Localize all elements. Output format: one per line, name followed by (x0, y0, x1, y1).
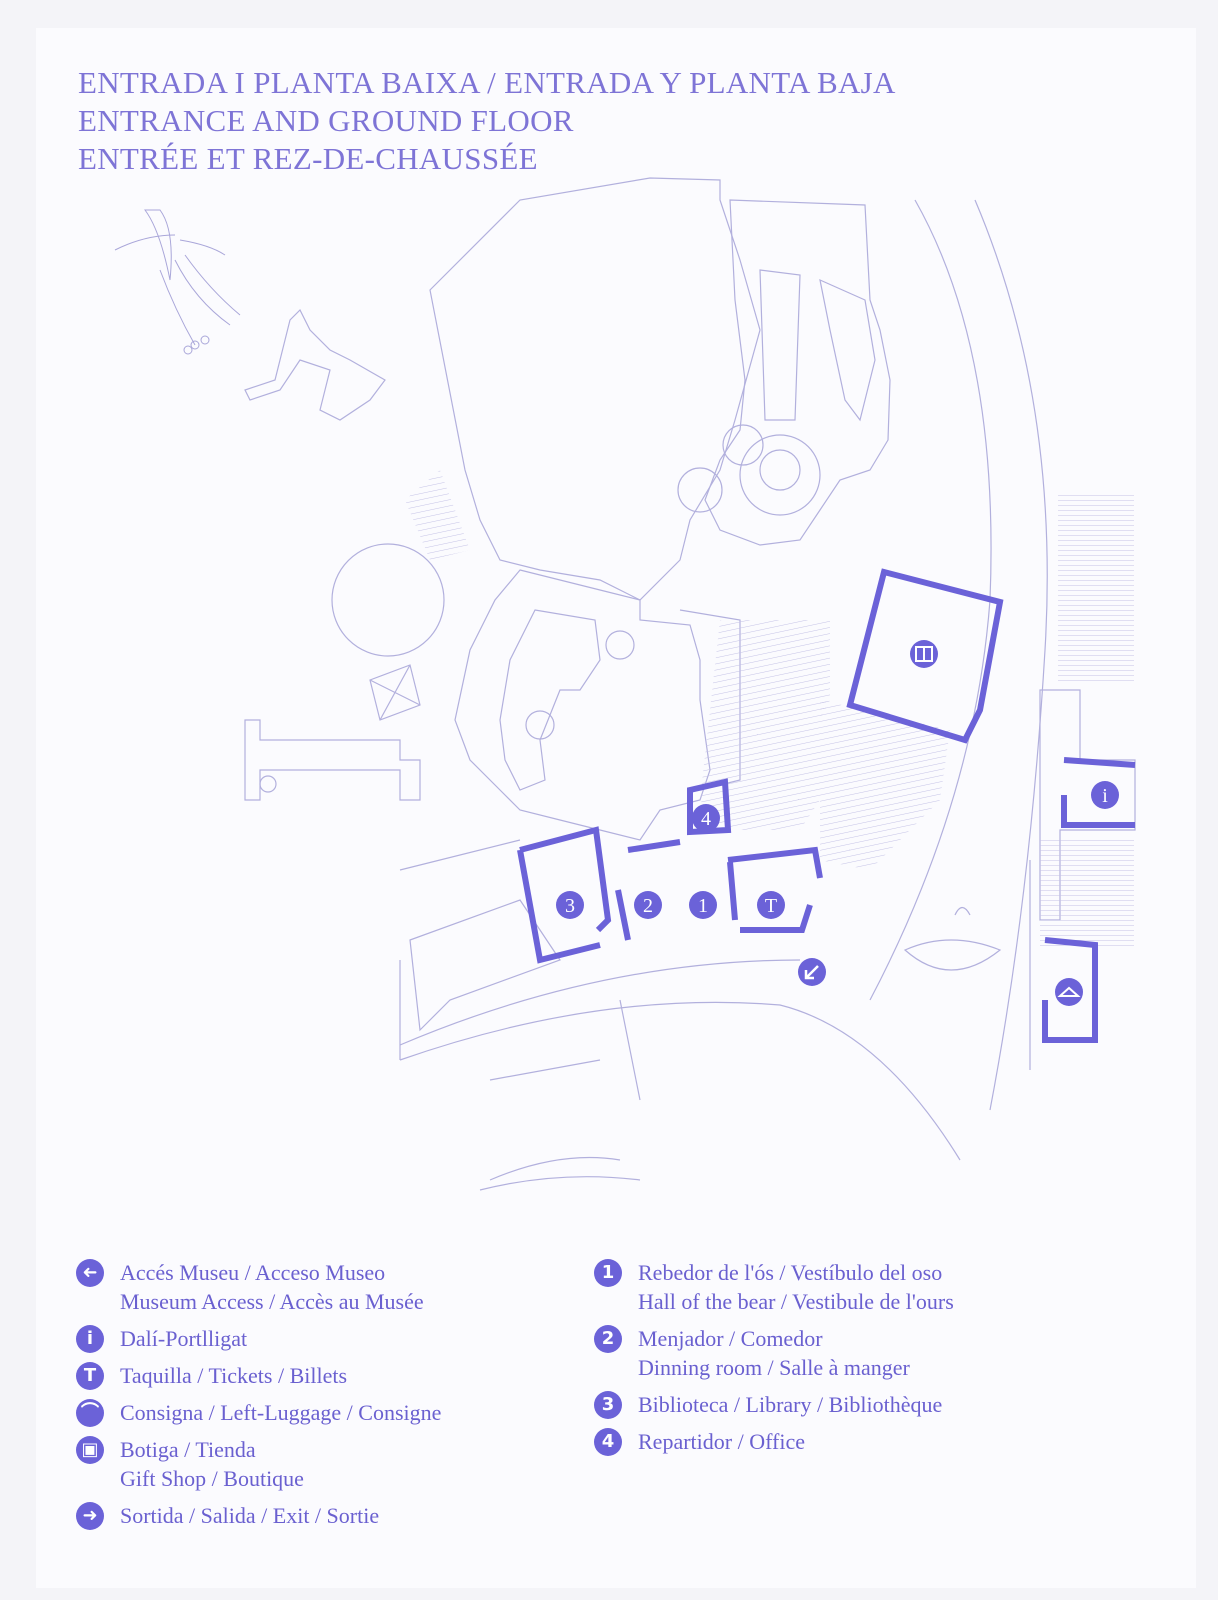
marker-room-3[interactable]: 3 (556, 891, 584, 919)
hanger-icon (1057, 986, 1081, 997)
garden-tree-icon (114, 209, 241, 355)
info-label: i (1102, 785, 1108, 807)
marker-shop[interactable] (910, 640, 938, 668)
marker-info[interactable]: i (1091, 781, 1119, 809)
arrow-right-circle-icon: ➜ (76, 1502, 104, 1530)
arrow-left-circle-icon (804, 965, 819, 980)
marker-room-1[interactable]: 1 (689, 891, 717, 919)
legend-item-tickets: T Taquilla / Tickets / Billets (76, 1361, 546, 1390)
room-3-label: 3 (565, 895, 575, 917)
terraces (405, 470, 1134, 950)
museum-rooms (517, 568, 1136, 1043)
info-icon: i (76, 1325, 104, 1353)
legend-item-room-4: 4 Repartidor / Office (594, 1427, 1114, 1456)
legend-item-luggage: ⌒ Consigna / Left-Luggage / Consigne (76, 1398, 546, 1427)
room-2-label: 2 (643, 895, 653, 917)
plan-outlines (244, 177, 1136, 1191)
legend-item-room-2: 2 Menjador / Comedor Dinning room / Sall… (594, 1324, 1114, 1382)
number-3-icon: 3 (594, 1391, 622, 1419)
legend-item-info: i Dalí-Portlligat (76, 1324, 546, 1353)
marker-tickets[interactable]: T (757, 891, 785, 919)
title-line-english: ENTRANCE AND GROUND FLOOR (78, 103, 574, 138)
legend-item-museum-access: ➜ Accés Museu / Acceso Museo Museum Acce… (76, 1258, 546, 1316)
legend-item-room-1: 1 Rebedor de l'ós / Vestíbulo del oso Ha… (594, 1258, 1114, 1316)
title-line-catalan-spanish: ENTRADA I PLANTA BAIXA / ENTRADA Y PLANT… (78, 65, 896, 100)
marker-room-2[interactable]: 2 (634, 891, 662, 919)
legend-item-shop: ▣ Botiga / Tienda Gift Shop / Boutique (76, 1435, 546, 1493)
number-4-icon: 4 (594, 1428, 622, 1456)
tickets-icon: T (76, 1362, 104, 1390)
legend-item-room-3: 3 Biblioteca / Library / Bibliothèque (594, 1390, 1114, 1419)
legend-rooms: 1 Rebedor de l'ós / Vestíbulo del oso Ha… (594, 1258, 1114, 1464)
hanger-icon: ⌒ (76, 1399, 104, 1427)
room-4-label: 4 (701, 808, 711, 830)
marker-luggage[interactable] (1055, 978, 1083, 1006)
map-title: ENTRADA I PLANTA BAIXA / ENTRADA Y PLANT… (78, 64, 896, 178)
room-1-label: 1 (698, 895, 708, 917)
tickets-label: T (765, 895, 777, 917)
legend-item-exit: ➜ Sortida / Salida / Exit / Sortie (76, 1501, 546, 1530)
legend-services: ➜ Accés Museu / Acceso Museo Museum Acce… (76, 1258, 546, 1538)
marker-entrance[interactable] (798, 958, 826, 986)
gift-icon: ▣ (76, 1436, 104, 1464)
arrow-left-circle-icon: ➜ (76, 1259, 104, 1287)
marker-room-4[interactable]: 4 (692, 804, 720, 832)
title-line-french: ENTRÉE ET REZ-DE-CHAUSSÉE (78, 141, 538, 176)
number-2-icon: 2 (594, 1325, 622, 1353)
number-1-icon: 1 (594, 1259, 622, 1287)
